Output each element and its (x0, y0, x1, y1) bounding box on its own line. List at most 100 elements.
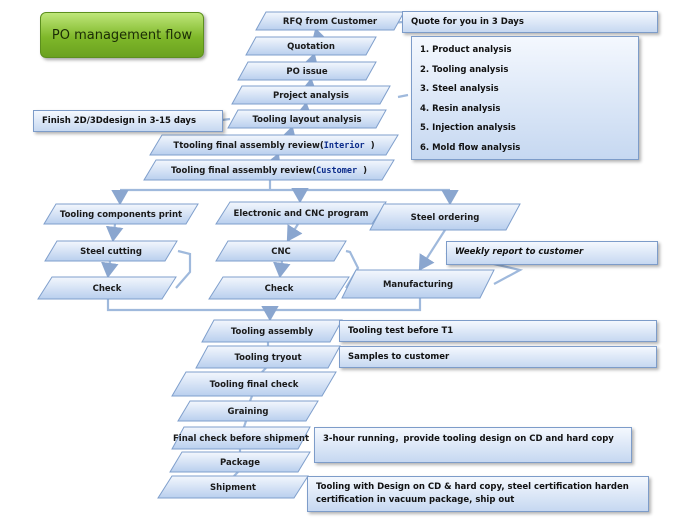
step-label: Graining (228, 407, 269, 417)
note-finish-design: Finish 2D/3Ddesign in 3-15 days (33, 110, 223, 132)
connector-merge-bar (106, 298, 422, 312)
step-shape (43, 203, 199, 225)
analysis-item: 3. Steel analysis (420, 84, 499, 94)
step-rfq: RFQ from Customer (255, 11, 405, 31)
connector-po-to-quotation (301, 52, 319, 71)
step-label: Tooling assembly (231, 327, 314, 337)
step-label-text: Shipment (210, 483, 256, 493)
step-label-text: RFQ from Customer (283, 17, 378, 27)
connector-print-to-cutting (105, 223, 124, 243)
step-label-code: Interior (324, 140, 365, 151)
step-label-text: Ttooling final assembly review( (173, 141, 323, 151)
step-manufacturing: Manufacturing (341, 269, 495, 299)
step-shape (369, 203, 521, 231)
step-quotation: Quotation (245, 36, 377, 56)
step-shape (171, 371, 337, 397)
step-shape (237, 61, 377, 81)
analysis-item: 5. Injection analysis (420, 123, 516, 133)
step-package: Package (169, 451, 311, 473)
step-shape (149, 134, 399, 156)
step-shape (215, 201, 387, 225)
step-label-text: Electronic and CNC program (234, 209, 369, 219)
step-label-suffix: ) (363, 166, 367, 176)
step-label: RFQ from Customer (283, 17, 378, 27)
step-shape (215, 240, 347, 262)
step-label-text: Steel cutting (80, 247, 142, 257)
step-label-text: Project analysis (273, 91, 349, 101)
step-steel-ordering: Steel ordering (369, 203, 521, 231)
connector-lines (101, 20, 524, 477)
step-label-text: Tooling layout analysis (252, 115, 361, 125)
analysis-item: 6. Mold flow analysis (420, 142, 521, 153)
step-check-1: Check (37, 276, 177, 300)
connector-analysis-to-po (300, 77, 318, 95)
step-tooling-final-check: Tooling final check (171, 371, 337, 397)
step-shape (245, 36, 377, 56)
step-review-interior: Ttooling final assembly review(Interior) (149, 134, 399, 156)
note-weekly-report: Weekly report to customer (446, 241, 658, 265)
connector-review-to-layout (279, 125, 297, 144)
step-final-check-shipment: Final check before shipment (171, 426, 311, 450)
step-shape (37, 276, 177, 300)
step-project-analysis: Project analysis (231, 85, 391, 105)
step-tooling-layout: Tooling layout analysis (227, 109, 387, 129)
connector-layout-to-analysis (295, 101, 313, 119)
step-check-2: Check (208, 276, 350, 300)
note-tooling-test: Tooling test before T1 (339, 320, 657, 342)
step-label: Steel ordering (411, 213, 480, 223)
step-label-suffix: ) (371, 141, 375, 151)
note-samples: Samples to customer (339, 346, 657, 368)
step-tooling-assembly: Tooling assembly (201, 319, 343, 343)
connector-graining-to-final-shipment (242, 420, 248, 428)
step-shape (208, 276, 350, 300)
step-label-text: Manufacturing (383, 280, 453, 290)
step-shape (195, 345, 341, 369)
step-label: Electronic and CNC program (234, 209, 369, 219)
step-label-text: Steel ordering (411, 213, 480, 223)
step-shape (143, 159, 395, 181)
step-label-code: Customer (316, 166, 357, 176)
note-running: 3-hour running，provide tooling design on… (314, 427, 632, 463)
step-shape (227, 109, 387, 129)
step-label-text: Tooling components print (60, 210, 182, 220)
step-electronic-cnc: Electronic and CNC program (215, 201, 387, 225)
note-quote: Quote for you in 3 Days (402, 11, 658, 33)
step-shape (171, 426, 311, 450)
step-label: Check (265, 284, 294, 294)
step-shape (177, 400, 319, 422)
step-label: Shipment (210, 483, 256, 493)
step-label-text: Graining (228, 407, 269, 417)
connector-quotation-to-rfq (311, 27, 329, 46)
connector-tryout-to-final-check (261, 367, 267, 373)
connector-cnc-to-check (273, 260, 291, 279)
step-label: Final check before shipment (173, 434, 309, 444)
analysis-item: 1. Product analysis (420, 45, 512, 55)
connector-steel-to-manufacturing (418, 229, 446, 271)
step-shape (201, 319, 343, 343)
step-label-text: Quotation (287, 42, 335, 52)
step-components-print: Tooling components print (43, 203, 199, 225)
step-po-issue: PO issue (237, 61, 377, 81)
note-shipping: Tooling with Design on CD & hard copy, s… (307, 476, 649, 512)
step-review-customer: Tooling final assembly review(Customer) (143, 159, 395, 181)
step-label: Tooling components print (60, 210, 182, 220)
connector-customer-to-interior (264, 152, 282, 171)
step-shape (341, 269, 495, 299)
step-label: Tooling final assembly review(Customer) (171, 166, 367, 176)
connector-check-loop-1 (175, 249, 192, 289)
step-label: Project analysis (273, 91, 349, 101)
step-label-text: Tooling tryout (234, 353, 301, 363)
step-label-text: PO issue (286, 67, 327, 77)
step-shape (255, 11, 405, 31)
step-label: Quotation (287, 42, 335, 52)
flow-title: PO management flow (40, 12, 204, 58)
step-label: Package (220, 458, 260, 468)
step-label-text: Final check before shipment (173, 434, 309, 444)
step-label: Tooling layout analysis (252, 115, 361, 125)
step-shape (231, 85, 391, 105)
step-label-text: Tooling assembly (231, 327, 314, 337)
note-analysis-list: 1. Product analysis 2. Tooling analysis … (411, 36, 639, 160)
step-shape (44, 240, 178, 262)
